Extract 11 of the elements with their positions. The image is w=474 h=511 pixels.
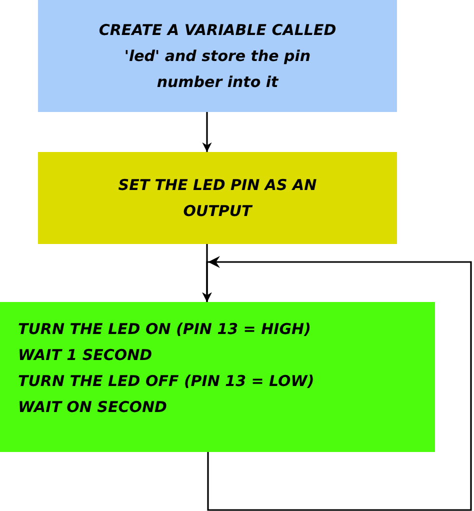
process-box (38, 0, 397, 112)
process-box (38, 152, 397, 244)
step-text: SET THE LED PIN AS AN OUTPUT (117, 175, 318, 222)
step-text: WAIT 1 SECOND (18, 345, 154, 366)
step-text: CREATE A VARIABLE CALLED 'led' and store the pin number into it (98, 20, 337, 93)
step-text: TURN THE LED OFF (PIN 13 = LOW) (18, 371, 316, 392)
arrow (202, 112, 212, 152)
process-box (0, 302, 435, 452)
step-text: WAIT ON SECOND (18, 397, 168, 418)
loop-arrow (202, 256, 472, 511)
step-text: TURN THE LED ON (PIN 13 = HIGH) (18, 319, 312, 340)
